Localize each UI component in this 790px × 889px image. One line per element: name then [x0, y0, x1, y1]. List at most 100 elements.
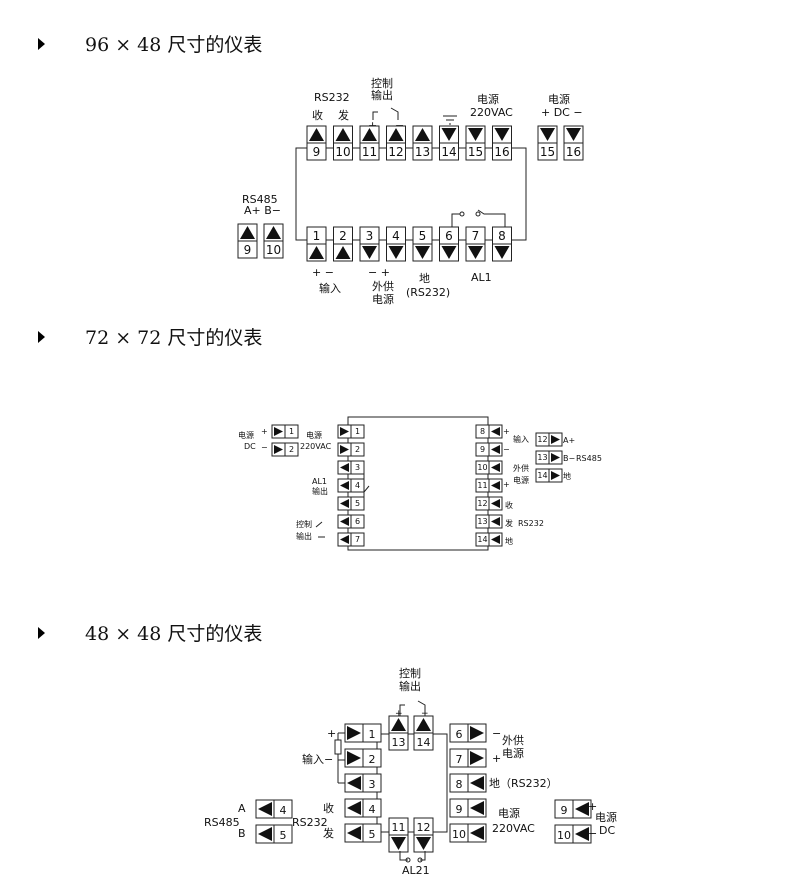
terminal-number: 5 [280, 829, 287, 842]
terminal-number: 11 [477, 481, 487, 490]
terminal: 14 [439, 125, 459, 161]
terminal-box [439, 142, 459, 161]
ctrl-label: 控制 [296, 519, 312, 529]
a-label: A [238, 802, 246, 815]
rs485-terminals: 9 10 [237, 223, 284, 259]
ctrl-label: 控制 [399, 666, 421, 680]
ext-power-label2: 电源 [513, 475, 529, 485]
terminal: 1 [306, 226, 327, 262]
rs232-label: RS232 [518, 519, 544, 528]
terminal: 6 [337, 514, 365, 529]
terminal-arrow-icon [415, 128, 430, 141]
terminal-arrow-icon [340, 445, 349, 454]
terminal-number: 11 [362, 145, 377, 159]
terminal-box [492, 226, 512, 245]
terminal-arrow-icon [540, 128, 555, 141]
terminal: 14 [413, 715, 434, 751]
terminal-number: 5 [355, 499, 360, 508]
terminal: 9 [554, 799, 592, 819]
terminal-number: 16 [566, 145, 581, 159]
terminal-number: 10 [452, 828, 466, 841]
diagram-96x48: RS232 收 发 控制 输出 + − 电源 220VAC 电源 + DC − … [237, 76, 584, 306]
terminal-number: 7 [472, 229, 480, 243]
terminal-arrow-icon [470, 776, 484, 790]
terminal-number: 15 [468, 145, 483, 159]
ctrl-out-label: 输出 [296, 531, 312, 541]
ac-power-label: 电源 [498, 806, 520, 820]
terminal-box [237, 240, 258, 259]
terminal-number: 10 [266, 243, 281, 257]
ext-power-label2: 电源 [372, 292, 394, 306]
terminal: 10 [475, 460, 503, 475]
dc-power-label: 电源 [595, 810, 617, 824]
terminal-arrow-icon [388, 246, 404, 259]
terminal-arrow-icon [468, 246, 483, 259]
terminal: 5 [255, 824, 293, 844]
terminal: 10 [554, 824, 592, 844]
terminal-number: 6 [355, 517, 360, 526]
terminal: 3 [337, 460, 365, 475]
terminal-arrow-icon [266, 226, 281, 239]
terminal-number: 8 [480, 427, 485, 436]
terminal: 10 [449, 823, 487, 843]
recv-label: 收 [323, 801, 334, 815]
terminal-number: 1 [289, 427, 294, 436]
terminal: 1 [337, 424, 365, 439]
svg-text:+: + [395, 709, 403, 719]
section-title: 96 × 48 尺寸的仪表 [85, 34, 263, 56]
terminal-arrow-icon [340, 427, 349, 436]
terminal: 9 [449, 798, 487, 818]
terminal: 2 [271, 442, 299, 457]
dc-power-label: 电源 [238, 430, 254, 440]
terminal-arrow-icon [388, 128, 404, 141]
terminal-box [359, 142, 380, 161]
terminal-box [359, 226, 380, 245]
rs232-label: RS232 [314, 91, 350, 104]
terminal-box [350, 496, 365, 511]
send-label: 发 [338, 108, 349, 122]
gnd-label: 地（RS232） [489, 777, 558, 790]
terminal-arrow-icon [362, 246, 377, 259]
terminal-box [475, 478, 490, 493]
terminal-number: 12 [388, 145, 403, 159]
terminal-arrow-icon [468, 128, 483, 141]
terminal: 5 [337, 496, 365, 511]
terminal: 4 [337, 478, 365, 493]
terminal: 8 [492, 226, 512, 262]
top-terminals: 13 14 [388, 715, 434, 751]
terminal: 7 [465, 226, 486, 262]
terminal-number: 9 [313, 145, 321, 159]
terminal-arrow-icon [494, 246, 510, 259]
terminal-number: 12 [477, 499, 487, 508]
terminal-box [284, 442, 299, 457]
terminal-arrow-icon [335, 128, 351, 141]
dc-power-label: 电源 [548, 92, 570, 106]
terminal: 5 [412, 226, 433, 262]
svg-text:−: − [503, 445, 510, 454]
terminal-number: 11 [392, 821, 406, 834]
terminal: 10 [333, 125, 353, 161]
terminal-arrow-icon [491, 517, 500, 526]
terminal-box [554, 824, 574, 844]
terminal-arrow-icon [416, 837, 431, 850]
terminal-number: 16 [494, 145, 509, 159]
terminal-box [449, 723, 469, 743]
terminal-arrow-icon [258, 827, 272, 841]
terminal-box [439, 226, 459, 245]
terminal: 11 [475, 478, 503, 493]
terminal-arrow-icon [340, 481, 349, 490]
svg-text:+: + [588, 800, 597, 813]
terminal: 8 [449, 773, 487, 793]
terminal-number: 14 [537, 471, 547, 480]
terminal-box [537, 142, 558, 161]
terminal: 9 [237, 223, 258, 259]
terminal-number: 3 [369, 778, 376, 791]
terminal-box [465, 142, 486, 161]
terminal-number: 13 [392, 736, 406, 749]
terminal-number: 13 [415, 145, 430, 159]
